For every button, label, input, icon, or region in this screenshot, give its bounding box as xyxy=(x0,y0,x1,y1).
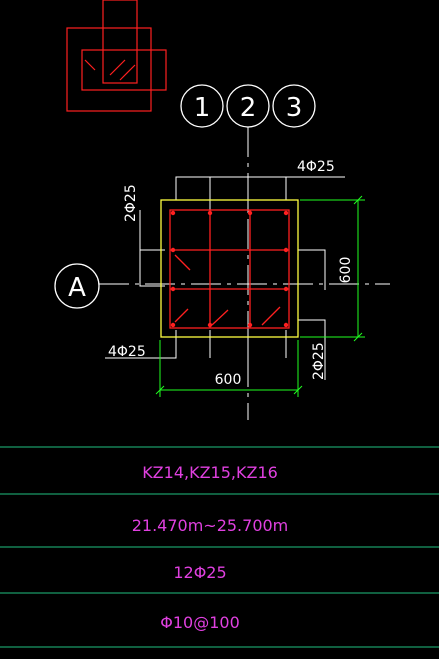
axis-label-1: 1 xyxy=(194,93,211,123)
bar xyxy=(283,322,289,328)
leader-left-lower xyxy=(139,250,165,287)
upper-hook-2 xyxy=(109,59,126,76)
axis-label-3: 3 xyxy=(286,93,303,123)
hook-4 xyxy=(174,308,189,323)
dim-right-tick-bottom xyxy=(353,332,363,342)
hook-3 xyxy=(261,306,281,326)
concrete-outline xyxy=(160,199,299,338)
table-stirrups: Φ10@100 xyxy=(160,613,240,632)
section-table: KZ14,KZ15,KZ16 21.470m~25.700m 12Φ25 Φ10… xyxy=(0,446,439,648)
axis-lines xyxy=(99,127,390,420)
axis-label-a: A xyxy=(68,273,86,303)
dim-bottom-tick-right xyxy=(293,385,303,395)
label-width: 600 xyxy=(215,372,242,388)
bar xyxy=(283,210,289,216)
table-main-rebar: 12Φ25 xyxy=(173,563,226,582)
dim-bottom-tick-left xyxy=(155,385,165,395)
bar xyxy=(207,210,213,216)
axis-label-2: 2 xyxy=(240,93,257,123)
upper-column xyxy=(102,0,138,84)
upper-inner xyxy=(81,49,167,91)
upper-hook-3 xyxy=(119,64,136,81)
upper-detail xyxy=(66,0,167,112)
leader-bottom xyxy=(105,330,177,359)
axis-bubble-1 xyxy=(180,84,224,128)
upper-hook-1 xyxy=(84,59,96,71)
dim-right-tick-top xyxy=(353,195,363,205)
label-right-bars: 2Φ25 xyxy=(311,342,327,380)
bar xyxy=(247,210,253,216)
table-elevation: 21.470m~25.700m xyxy=(132,516,289,535)
table-column-ids: KZ14,KZ15,KZ16 xyxy=(142,463,278,482)
axis-bubbles: 1 2 3 A xyxy=(54,84,316,309)
leader-right-lower xyxy=(298,319,326,380)
bar xyxy=(283,286,289,292)
label-bottom-bars: 4Φ25 xyxy=(108,344,146,360)
dimension-lines xyxy=(155,195,365,397)
label-left-bars: 2Φ25 xyxy=(123,184,139,222)
bar xyxy=(283,247,289,253)
bar xyxy=(170,322,176,328)
bar xyxy=(170,210,176,216)
outer-stirrup xyxy=(169,209,290,329)
hook-1 xyxy=(174,254,191,271)
bar xyxy=(207,322,213,328)
leader-right-upper xyxy=(298,249,326,290)
leader-top xyxy=(175,176,345,200)
hook-2 xyxy=(211,309,229,326)
bar xyxy=(247,322,253,328)
label-top-bars: 4Φ25 xyxy=(297,159,335,175)
bar xyxy=(170,247,176,253)
axis-bubble-a xyxy=(54,263,100,309)
leader-lines xyxy=(105,176,345,380)
axis-bubble-3 xyxy=(272,84,316,128)
label-height: 600 xyxy=(338,257,354,284)
upper-outline xyxy=(66,27,152,112)
rebar-bars xyxy=(170,210,289,328)
bar xyxy=(170,286,176,292)
rebar-cage xyxy=(169,209,290,329)
